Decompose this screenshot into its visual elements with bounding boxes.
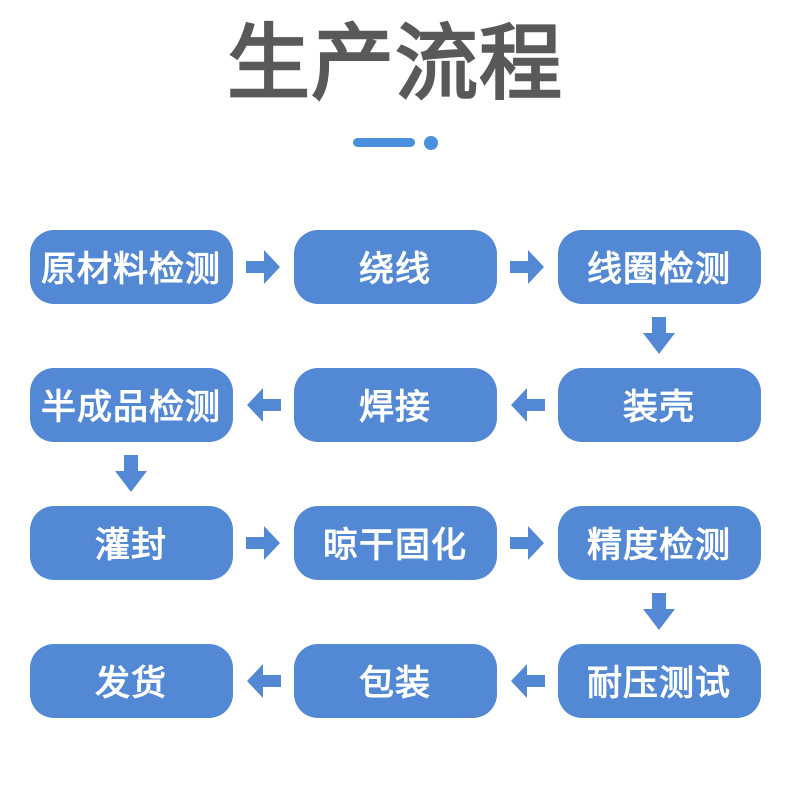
- step-box-semi-finished-inspection: 半成品检测: [29, 367, 233, 442]
- arrow-down-icon: [558, 304, 761, 368]
- step-box-casing: 装壳: [557, 367, 761, 442]
- step-box-drying-curing: 晾干固化: [293, 505, 497, 580]
- step-box-winding: 绕线: [293, 229, 497, 304]
- flow-grid: 原材料检测 绕线 线圈检测 装壳 焊接 半成品检测 灌封: [29, 229, 761, 718]
- step-box-voltage-test: 耐压测试: [557, 643, 761, 718]
- arrow-down-icon: [30, 442, 233, 506]
- step-box-welding: 焊接: [293, 367, 497, 442]
- step-box-shipping: 发货: [29, 643, 233, 718]
- arrow-left-icon: [497, 368, 558, 442]
- arrow-right-icon: [497, 230, 558, 304]
- divider-line-icon: [352, 138, 415, 148]
- step-box-raw-material-inspection: 原材料检测: [29, 229, 233, 304]
- step-box-potting: 灌封: [29, 505, 233, 580]
- arrow-right-icon: [497, 506, 558, 580]
- divider-dot-icon: [423, 135, 438, 150]
- title-divider: [0, 135, 790, 150]
- step-box-packaging: 包装: [293, 643, 497, 718]
- arrow-left-icon: [497, 644, 558, 718]
- arrow-left-icon: [233, 644, 294, 718]
- arrow-right-icon: [233, 506, 294, 580]
- step-box-coil-inspection: 线圈检测: [557, 229, 761, 304]
- arrow-right-icon: [233, 230, 294, 304]
- arrow-left-icon: [233, 368, 294, 442]
- step-box-precision-inspection: 精度检测: [557, 505, 761, 580]
- arrow-down-icon: [558, 580, 761, 644]
- page-title: 生产流程: [227, 15, 563, 112]
